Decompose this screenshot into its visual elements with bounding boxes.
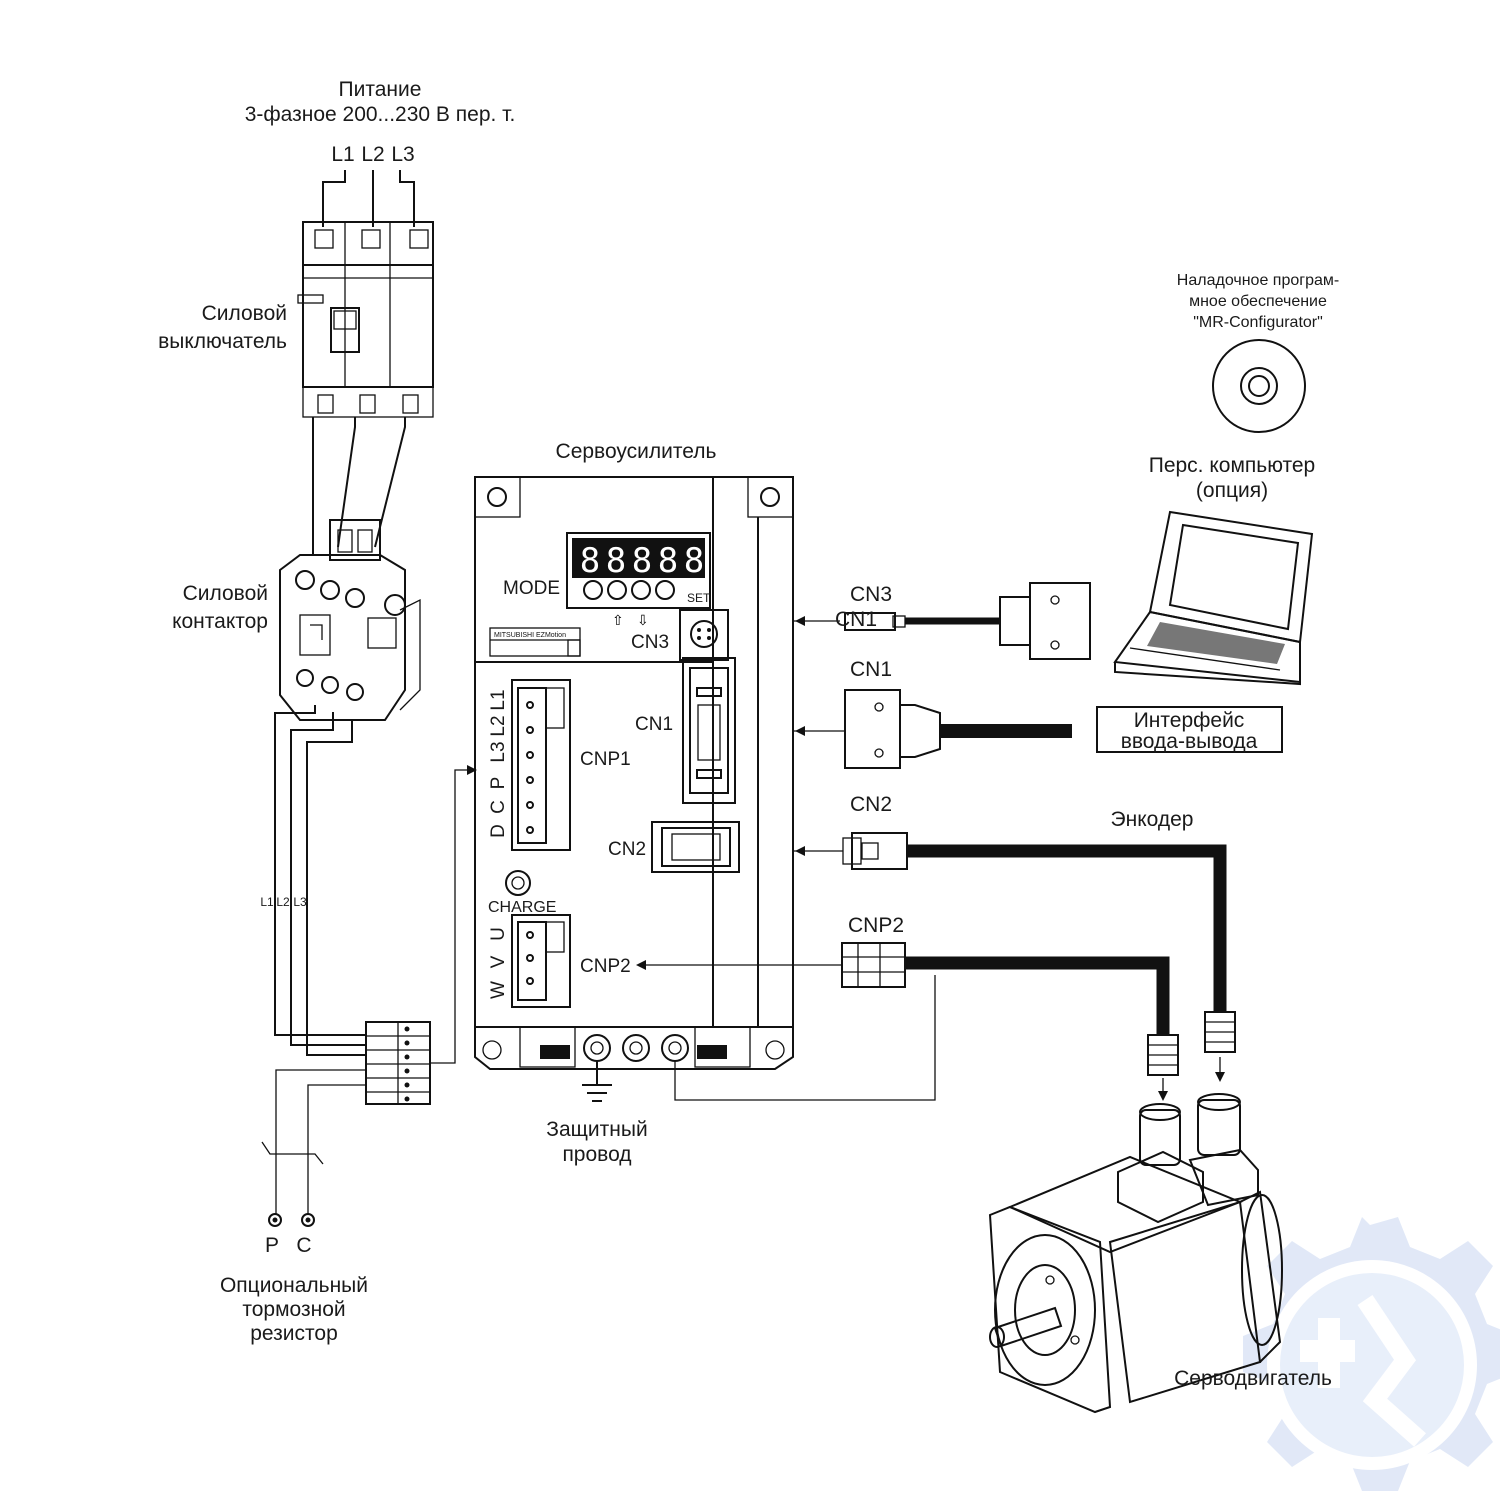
svg-text:8: 8: [684, 541, 704, 581]
breaker-contactor-wires: [312, 417, 406, 555]
ground-label-1: Защитный: [546, 1118, 647, 1141]
cn3-plug-label: CN1: [835, 608, 877, 631]
software-label-1: Наладочное програм-: [1177, 272, 1339, 289]
power-voltage: 3-фазное 200...230 В пер. т.: [245, 103, 516, 126]
cnp2-cable: [636, 942, 1179, 1101]
contactor: [279, 519, 421, 721]
svg-text:8: 8: [658, 541, 678, 581]
io-label-1: Интерфейс: [1134, 709, 1245, 732]
servo-motor: [988, 1093, 1283, 1414]
cable-cn1-label: CN1: [850, 658, 892, 681]
resistor-label-2: тормозной: [242, 1298, 345, 1321]
phase-label-l1: L1: [331, 143, 354, 166]
wire-label-l1: L1: [260, 895, 274, 909]
ground-symbol: [582, 1061, 612, 1102]
svg-text:8: 8: [606, 541, 626, 581]
cnp2-pin-v: V: [488, 955, 509, 968]
cnp1-pin-l2: L2: [488, 715, 509, 736]
ground-label-2: провод: [562, 1143, 631, 1166]
pc-label-2: (опция): [1196, 479, 1268, 502]
cnp1-plug: [365, 1021, 431, 1105]
software-label-2: мное обеспечение: [1189, 293, 1327, 310]
cnp1-arrowhead: [467, 765, 477, 775]
resistor-label-3: резистор: [250, 1322, 338, 1345]
breaker-label: Силовой: [202, 302, 287, 325]
svg-text:8: 8: [580, 541, 600, 581]
cn1-port-label: CN1: [635, 714, 673, 735]
cnp2-label: CNP2: [580, 956, 631, 977]
cn2-port-label: CN2: [608, 839, 646, 860]
encoder-label: Энкодер: [1111, 808, 1194, 831]
set-label: SET: [687, 591, 711, 605]
cnp1-label: CNP1: [580, 749, 631, 770]
phase-label-l3: L3: [391, 143, 414, 166]
svg-text:⇧: ⇧: [612, 613, 624, 629]
contactor-plug-wires: [274, 705, 365, 1056]
cable-cn3-label: CN3: [850, 583, 892, 606]
amplifier-title: Сервоусилитель: [556, 440, 717, 463]
terminal-p: [268, 1213, 282, 1227]
phase-label-l2: L2: [361, 143, 384, 166]
cnp1-pin-c: C: [488, 800, 509, 814]
charge-label: CHARGE: [488, 899, 556, 916]
resistor-wires: [261, 1069, 366, 1215]
cnp1-pin-l1: L1: [488, 689, 509, 710]
laptop-icon: [1113, 510, 1314, 686]
brand-label: MITSUBISHI EZMotion: [494, 632, 566, 639]
terminal-p-label: P: [265, 1234, 279, 1257]
io-interface-box: [1096, 706, 1283, 753]
software-label-3: "MR-Configurator": [1193, 314, 1323, 331]
cnp1-pin-l3: L3: [488, 741, 509, 762]
cn3-port-label: CN3: [631, 632, 669, 653]
power-title: Питание: [339, 78, 422, 101]
mode-label: MODE: [503, 578, 560, 599]
cnp1-plug-arrow: [430, 769, 470, 1064]
contactor-label: Силовой: [183, 582, 268, 605]
svg-text:8: 8: [632, 541, 652, 581]
cnp1-pin-d: D: [488, 824, 509, 838]
cn1-cable: [793, 689, 1072, 769]
motor-label: Серводвигатель: [1174, 1367, 1332, 1390]
servo-amplifier: 8 8 8 8 8 ⇧ ⇩: [474, 476, 794, 1070]
pc-label-1: Перс. компьютер: [1149, 454, 1316, 477]
wire-label-l3: L3: [293, 895, 307, 909]
watermark-logo: [1243, 1217, 1500, 1491]
contactor-label-2: контактор: [172, 610, 268, 633]
cable-cnp2-label: CNP2: [848, 914, 904, 937]
cable-cn2-label: CN2: [850, 793, 892, 816]
terminal-c-label: C: [296, 1234, 311, 1257]
wire-label-l2: L2: [276, 895, 290, 909]
io-label-2: ввода-вывода: [1121, 730, 1258, 753]
cn3-cable: [793, 582, 1091, 660]
supply-wires: [322, 170, 415, 227]
cnp2-pin-u: U: [488, 927, 509, 941]
terminal-c: [301, 1213, 315, 1227]
cn2-cable: [793, 832, 1236, 1082]
svg-text:⇩: ⇩: [637, 613, 649, 629]
cnp2-pin-w: W: [488, 981, 509, 999]
resistor-label-1: Опциональный: [220, 1274, 368, 1297]
breaker-label-2: выключатель: [158, 330, 287, 353]
circuit-breaker: [297, 221, 434, 418]
cd-disc-icon: [1212, 339, 1306, 433]
cnp1-pin-p: P: [488, 777, 509, 790]
